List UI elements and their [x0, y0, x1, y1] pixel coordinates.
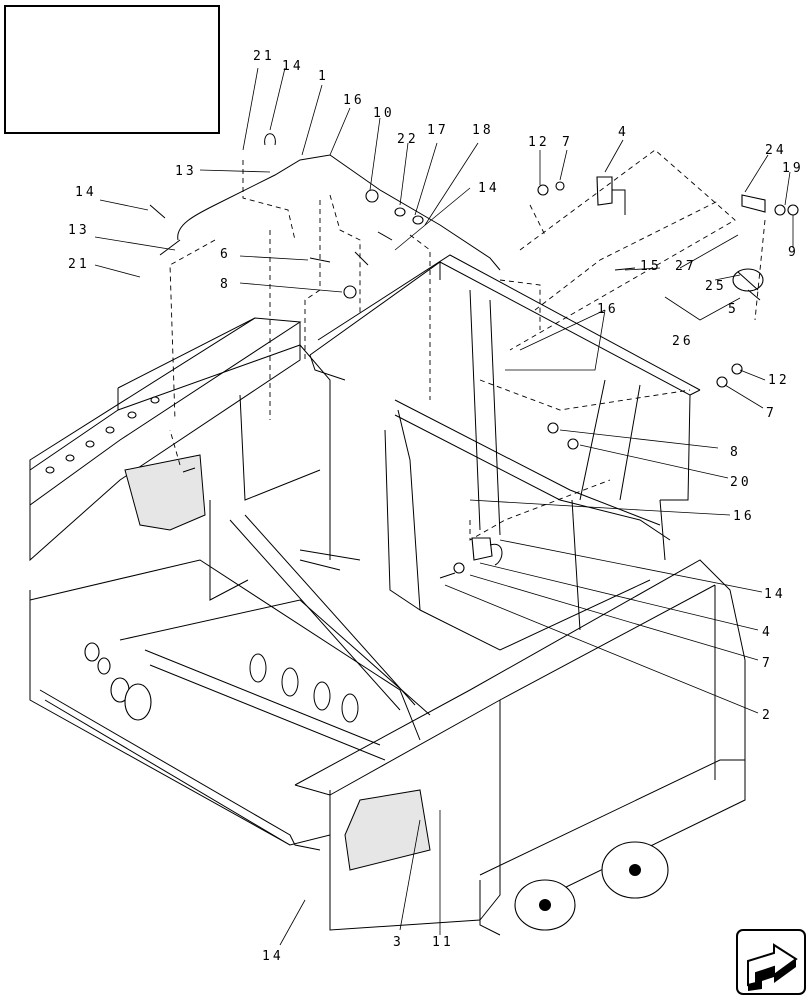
callout-labels: 21 14 1 16 10 22 17 18 12 7 4 24 19 9 13… — [68, 49, 804, 964]
callout-24: 24 — [765, 143, 787, 158]
callout-12b: 12 — [768, 373, 790, 388]
callout-10: 10 — [373, 106, 395, 121]
callout-7b: 7 — [766, 406, 777, 421]
callout-16c: 16 — [733, 509, 755, 524]
callout-15: 15 — [640, 259, 662, 274]
callout-27: 27 — [675, 259, 697, 274]
callout-3: 3 — [393, 935, 404, 950]
callout-13b: 13 — [68, 223, 90, 238]
frame-holes — [45, 396, 160, 721]
callout-17: 17 — [427, 123, 449, 138]
callout-25: 25 — [705, 279, 727, 294]
callout-6: 6 — [220, 247, 231, 262]
callout-14e: 14 — [262, 949, 284, 964]
callout-20: 20 — [730, 475, 752, 490]
callout-11: 11 — [432, 935, 454, 950]
callout-4: 4 — [618, 125, 629, 140]
callout-8: 8 — [220, 277, 231, 292]
callout-14b: 14 — [75, 185, 97, 200]
callout-9: 9 — [788, 245, 799, 260]
leader-lines — [94, 67, 794, 946]
header-frame — [29, 254, 746, 936]
drive-hubs — [514, 841, 669, 931]
callout-16b: 16 — [597, 302, 619, 317]
callout-19: 19 — [782, 161, 804, 176]
next-page-arrow-icon — [747, 943, 798, 991]
callout-16: 16 — [343, 93, 365, 108]
next-page-button[interactable] — [736, 929, 806, 995]
hardware — [149, 133, 799, 579]
callout-4b: 4 — [762, 625, 773, 640]
callout-7c: 7 — [762, 656, 773, 671]
callout-22: 22 — [397, 132, 419, 147]
callout-21: 21 — [253, 49, 275, 64]
explode-lines — [169, 149, 766, 541]
callout-18: 18 — [472, 123, 494, 138]
callout-5: 5 — [728, 302, 739, 317]
callout-14c: 14 — [478, 181, 500, 196]
callout-1: 1 — [318, 69, 329, 84]
inset-frame — [4, 5, 220, 134]
callout-12: 12 — [528, 135, 550, 150]
floor-auger — [144, 649, 386, 761]
callout-2: 2 — [762, 708, 773, 723]
callout-21b: 21 — [68, 257, 90, 272]
callout-26: 26 — [672, 334, 694, 349]
callout-14: 14 — [282, 59, 304, 74]
callout-14d: 14 — [764, 587, 786, 602]
callout-7: 7 — [562, 135, 573, 150]
callout-13: 13 — [175, 164, 197, 179]
callout-8b: 8 — [730, 445, 741, 460]
